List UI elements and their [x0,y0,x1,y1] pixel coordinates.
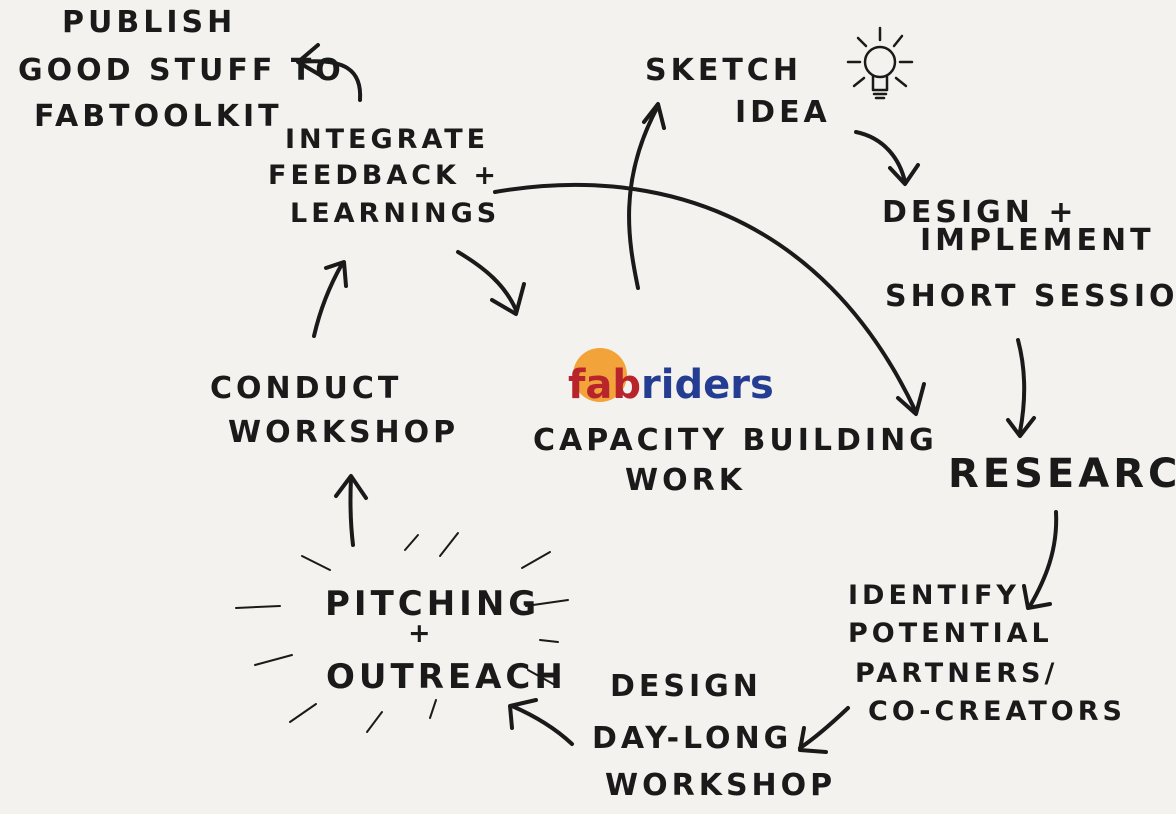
conduct-line2: WORKSHOP [228,415,459,450]
identify-label: IDENTIFY POTENTIAL PARTNERS/ CO-CREATORS [848,580,1126,727]
conduct-label: CONDUCT WORKSHOP [210,371,459,450]
integrate-line1: INTEGRATE [285,124,489,155]
arrow-integrate-to-publish [296,43,363,102]
logo-circle [573,348,627,402]
center-caption-line1: CAPACITY BUILDING [533,423,938,458]
design-short-line2: IMPLEMENT [920,223,1155,258]
research-label: RESEARCH [948,451,1176,497]
integrate-line2: FEEDBACK + [268,160,500,191]
sketch-line2: IDEA [735,95,831,130]
lightbulb-icon [846,26,914,100]
pitching-label: PITCHING + OUTREACH [325,584,567,697]
identify-line1: IDENTIFY [848,580,1020,611]
pitching-line1: PITCHING [325,584,540,624]
arrow-center-to-sketch [627,102,666,290]
integrate-label: INTEGRATE FEEDBACK + LEARNINGS [268,124,500,229]
design-day-line1: DESIGN [610,669,762,704]
pitching-burst-lines [235,532,569,733]
sketch-label: SKETCH IDEA [645,53,831,130]
center-caption-line2: WORK [625,463,746,498]
conduct-line1: CONDUCT [210,371,402,406]
identify-line4: CO-CREATORS [868,696,1126,727]
pitching-line2: + [408,618,435,649]
arrow-conduct-to-integrate [312,260,348,338]
design-day-line2: DAY-LONG [592,721,792,756]
arrow-research-to-identify [1022,510,1059,610]
design-short-line3: SHORT SESSION [885,279,1176,314]
integrate-line3: LEARNINGS [290,198,500,229]
arrow-pitching-to-conduct [334,474,368,547]
center-caption: CAPACITY BUILDING WORK [533,423,938,498]
arrow-integrate-to-research [493,182,926,416]
design-day-line3: WORKSHOP [605,768,836,803]
publish-line3: FABTOOLKIT [34,99,283,134]
fabriders-logo: fabriders [568,348,774,408]
arrow-identify-to-design-day [798,706,850,754]
arrow-integrate-to-center [456,250,526,316]
arrow-design-day-to-pitching [508,698,574,746]
publish-label: PUBLISH GOOD STUFF TO FABTOOLKIT [18,5,345,134]
identify-line3: PARTNERS/ [855,658,1058,689]
publish-line1: PUBLISH [62,5,236,40]
design-short-line1: DESIGN + [882,195,1077,230]
publish-line2: GOOD STUFF TO [18,53,345,88]
pitching-line3: OUTREACH [326,657,567,697]
sketch-line1: SKETCH [645,53,802,88]
identify-line2: POTENTIAL [848,618,1053,649]
design-day-label: DESIGN DAY-LONG WORKSHOP [592,669,836,803]
design-short-label: DESIGN + IMPLEMENT SHORT SESSION [882,195,1176,314]
logo-fab-text: fabriders [568,362,774,408]
arrow-sketch-to-design [854,130,920,186]
research-line1: RESEARCH [948,451,1176,497]
arrow-design-to-research [1006,338,1036,438]
